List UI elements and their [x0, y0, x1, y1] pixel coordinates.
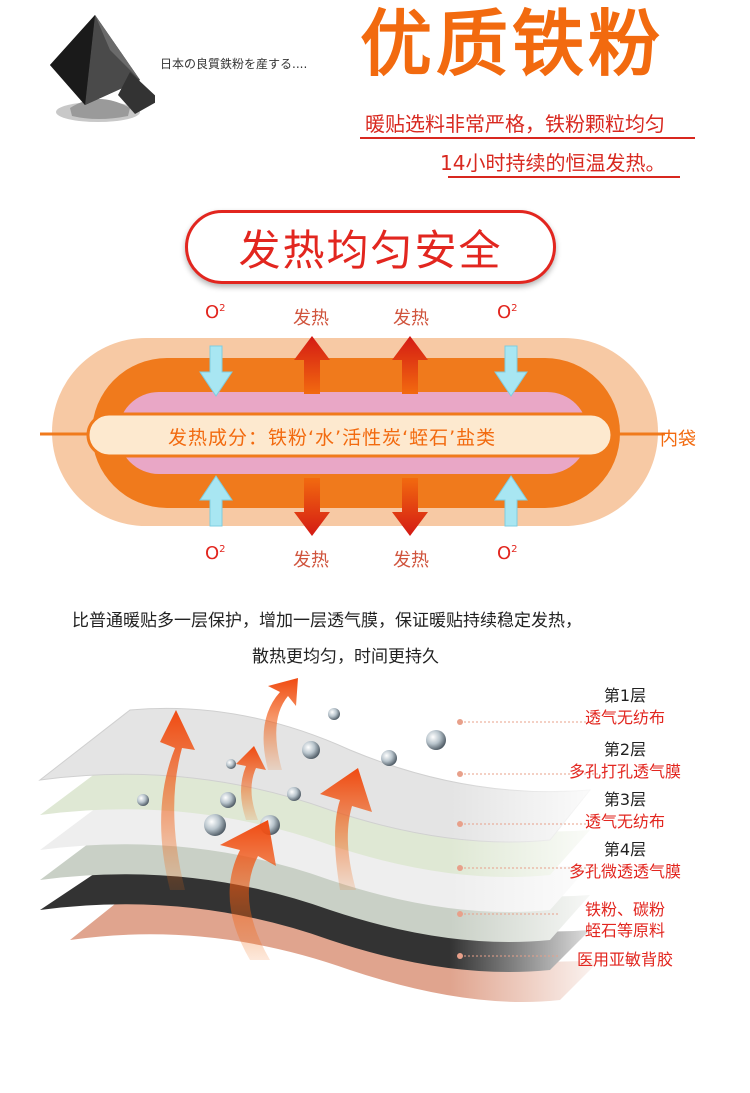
- layer-1-title: 第1层: [603, 686, 647, 705]
- divider-line: [448, 176, 680, 178]
- heating-diagram: [40, 338, 665, 526]
- layer-5-desc-2: 蛭石等原料: [584, 921, 665, 940]
- heat-label: 发热: [393, 308, 429, 329]
- oxygen-label: O2: [205, 543, 226, 564]
- heat-rise-arrow: [160, 678, 372, 960]
- subtitle-line-2: 14小时持续的恒温发热。: [440, 151, 666, 175]
- heat-out-arrow: [294, 336, 428, 394]
- oxygen-in-arrow: [199, 475, 528, 527]
- layer-2-title: 第2层: [603, 740, 647, 759]
- layer-3-title: 第3层: [603, 790, 647, 809]
- ingredient-text: 发热成分：铁粉‘水’活性炭‘蛭石’盐类: [168, 427, 497, 449]
- layer-6-desc: 医用亚敏背胶: [576, 950, 673, 969]
- heat-label: 发热: [293, 550, 329, 571]
- oxygen-label: O2: [205, 302, 226, 323]
- divider-line: [360, 137, 695, 139]
- layer-5-desc-1: 铁粉、碳粉: [584, 900, 665, 919]
- heating-badge-text: 发热均匀安全: [238, 225, 503, 275]
- iron-crystal-image: [40, 10, 160, 125]
- layer-2-desc: 多孔打孔透气膜: [568, 762, 681, 781]
- intro-text-line-2: 散热更均匀，时间更持久: [252, 647, 439, 667]
- heat-label: 发热: [393, 550, 429, 571]
- layer-4-title: 第4层: [603, 840, 647, 859]
- layer-4-desc: 多孔微透透气膜: [568, 862, 681, 881]
- jp-caption: 日本の良質鉄粉を産する....: [160, 57, 308, 71]
- layer-3-desc: 透气无纺布: [584, 812, 665, 831]
- intro-text-line-1: 比普通暖贴多一层保护，增加一层透气膜，保证暖贴持续稳定发热，: [72, 611, 582, 631]
- oxygen-label: O2: [497, 302, 518, 323]
- airflow-arrows: [199, 336, 528, 536]
- heating-badge: 发热均匀安全: [185, 210, 556, 284]
- oxygen-label: O2: [497, 543, 518, 564]
- inner-bag-label: 内袋: [660, 429, 696, 450]
- page-title: 优质铁粉: [360, 2, 665, 86]
- heat-label: 发热: [293, 308, 329, 329]
- subtitle-line-1: 暖贴选料非常严格，铁粉颗粒均匀: [365, 112, 665, 136]
- layer-1-desc: 透气无纺布: [584, 708, 665, 727]
- heat-out-arrow: [294, 478, 428, 536]
- layers-diagram: [0, 670, 600, 1093]
- oxygen-in-arrow: [199, 345, 528, 397]
